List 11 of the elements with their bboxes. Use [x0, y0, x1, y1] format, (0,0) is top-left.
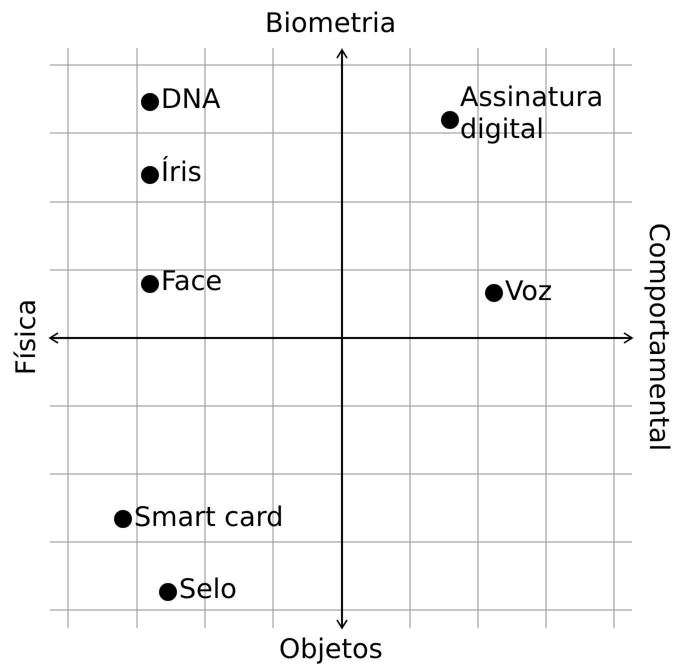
point-label: DNA — [161, 84, 220, 116]
point-label: Selo — [179, 574, 237, 606]
point-label: Face — [161, 266, 222, 298]
axis-label: Objetos — [279, 634, 383, 666]
point-label: Assinatura digital — [460, 82, 604, 147]
axis-label: Física — [10, 299, 43, 375]
point-label: Íris — [161, 157, 202, 190]
point-label: Voz — [505, 276, 552, 308]
point-label: Smart card — [134, 502, 284, 534]
axis-label: Biometria — [265, 8, 396, 40]
axis-label: Comportamental — [642, 222, 674, 452]
